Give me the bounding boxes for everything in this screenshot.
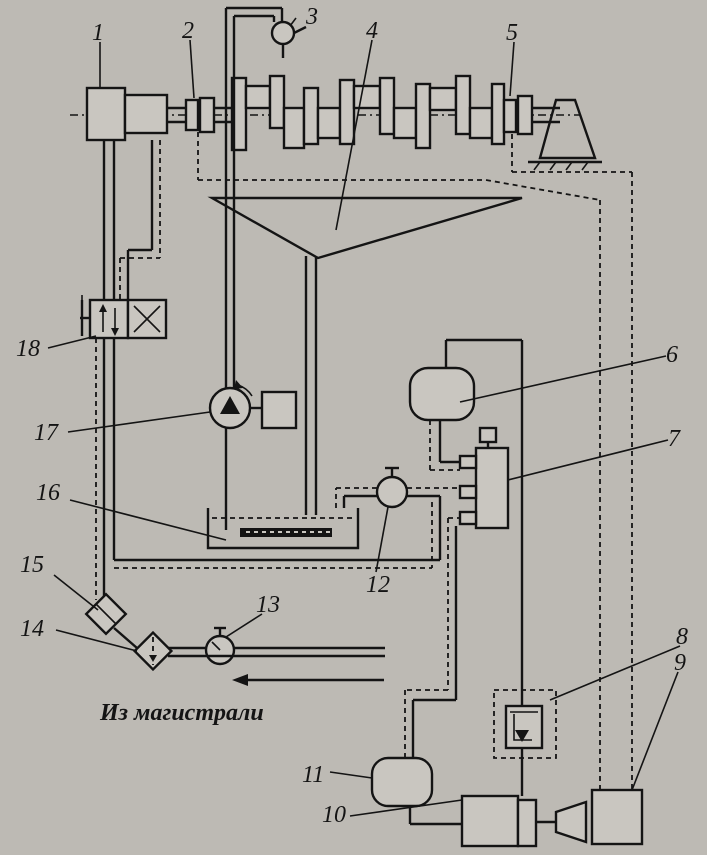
caption-inlet: Из магистрали — [99, 700, 264, 726]
label-3: 3 — [305, 4, 318, 30]
shaft-support — [528, 98, 602, 171]
nozzle-3 — [270, 20, 307, 58]
label-10: 10 — [322, 802, 346, 828]
valve-lines — [95, 140, 440, 600]
pump-17 — [208, 380, 298, 430]
inlet-lines — [113, 627, 385, 686]
label-2: 2 — [182, 18, 194, 44]
funnel-4 — [207, 196, 523, 515]
label-14: 14 — [20, 616, 44, 642]
accumulator-6 — [408, 366, 476, 422]
label-15: 15 — [20, 552, 44, 578]
pump-10 — [460, 794, 588, 848]
label-18: 18 — [16, 336, 40, 362]
coupling-2 — [184, 96, 232, 134]
label-4: 4 — [366, 18, 378, 44]
valve-18 — [80, 295, 168, 340]
label-7: 7 — [668, 426, 681, 452]
gauge-13 — [204, 626, 236, 666]
label-5: 5 — [506, 20, 518, 46]
accumulator-11 — [370, 756, 462, 826]
label-1: 1 — [92, 20, 104, 46]
tank-16 — [206, 508, 360, 550]
distributor-7 — [458, 426, 510, 530]
signal-lines — [197, 132, 633, 790]
label-9: 9 — [674, 650, 686, 676]
leader-lines — [47, 17, 681, 817]
control-unit-9 — [590, 788, 644, 846]
coupling-5 — [502, 94, 560, 136]
cylinder-1 — [85, 86, 188, 142]
label-17: 17 — [34, 420, 59, 446]
gauge-12 — [375, 466, 409, 509]
spray-pipe — [224, 6, 284, 530]
filter-15 — [84, 592, 128, 636]
filter-14 — [132, 630, 174, 672]
label-13: 13 — [256, 592, 280, 618]
label-11: 11 — [302, 762, 324, 788]
label-8: 8 — [676, 624, 688, 650]
valve-8 — [493, 689, 557, 796]
label-16: 16 — [36, 480, 60, 506]
distributor-lines — [335, 338, 524, 760]
crankshaft — [230, 74, 506, 152]
label-12: 12 — [366, 572, 390, 598]
label-6: 6 — [666, 342, 678, 368]
